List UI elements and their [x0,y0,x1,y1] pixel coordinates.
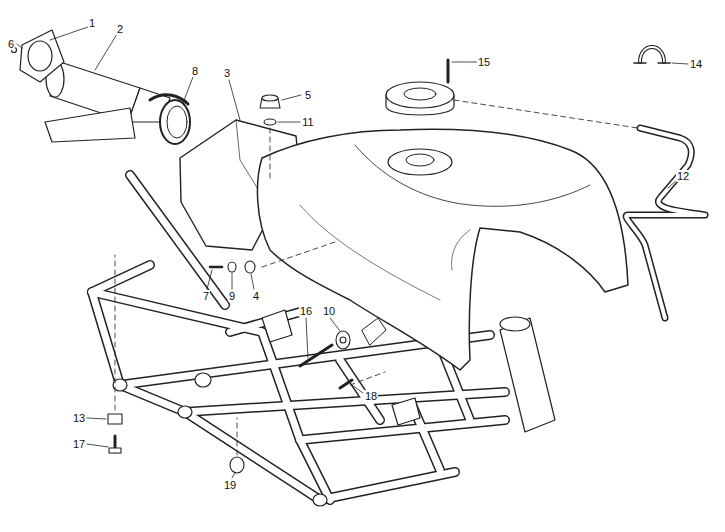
callout-number: 7 [202,290,210,302]
callout-number: 15 [477,56,491,68]
callout-number: 13 [72,412,86,424]
callout-number: 8 [191,65,199,77]
callout-number: 11 [301,116,314,128]
callout-number: 19 [223,479,237,491]
callout-number: 4 [252,290,260,302]
callout-number: 3 [223,67,231,79]
callout-number: 10 [322,305,336,317]
callout-number: 14 [689,58,703,70]
callout-number: 5 [304,89,312,101]
callout-number: 12 [676,170,690,182]
callout-number: 2 [116,23,124,35]
callout-number: 6 [7,38,15,50]
callout-number: 9 [228,290,236,302]
callout-number: 18 [364,390,378,402]
callout-number: 16 [299,305,313,317]
callout-number: 1 [88,17,96,29]
callout-number: 17 [72,438,86,450]
